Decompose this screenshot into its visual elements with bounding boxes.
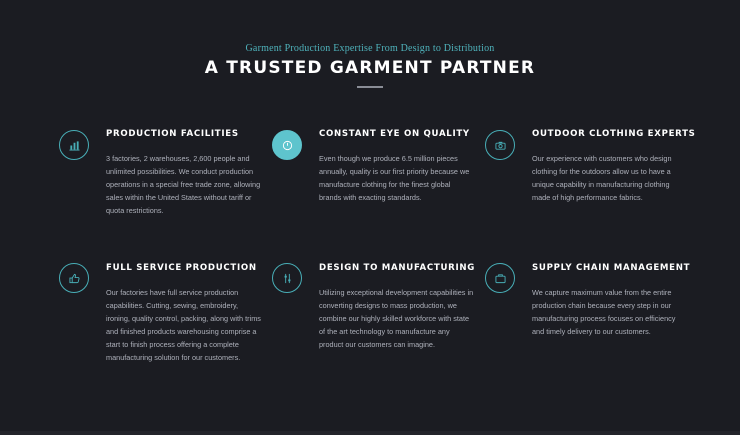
feature-description: 3 factories, 2 warehouses, 2,600 people …: [106, 154, 261, 215]
feature-title: OUTDOOR CLOTHING EXPERTS: [532, 129, 696, 139]
sliders-icon[interactable]: [272, 263, 302, 293]
section-bottom-divider: [0, 431, 740, 435]
feature-description: Our experience with customers who design…: [532, 154, 672, 202]
feature-title: SUPPLY CHAIN MANAGEMENT: [532, 263, 691, 273]
camera-icon[interactable]: [485, 130, 515, 160]
feature-description: Utilizing exceptional development capabi…: [319, 288, 474, 349]
feature-description: Our factories have full service producti…: [106, 288, 261, 362]
clock-icon[interactable]: [272, 130, 302, 160]
feature-description: We capture maximum value from the entire…: [532, 288, 676, 336]
feature-title: PRODUCTION FACILITIES: [106, 129, 239, 139]
section-tagline: Garment Production Expertise From Design…: [245, 43, 495, 54]
bar-chart-icon[interactable]: [59, 130, 89, 160]
feature-title: DESIGN TO MANUFACTURING: [319, 263, 476, 273]
feature-title: CONSTANT EYE ON QUALITY: [319, 129, 470, 139]
briefcase-icon[interactable]: [485, 263, 515, 293]
thumbs-up-icon[interactable]: [59, 263, 89, 293]
feature-title: FULL SERVICE PRODUCTION: [106, 263, 257, 273]
section-title: A TRUSTED GARMENT PARTNER: [204, 58, 536, 78]
feature-description: Even though we produce 6.5 million piece…: [319, 154, 470, 202]
title-underline: [357, 86, 383, 88]
